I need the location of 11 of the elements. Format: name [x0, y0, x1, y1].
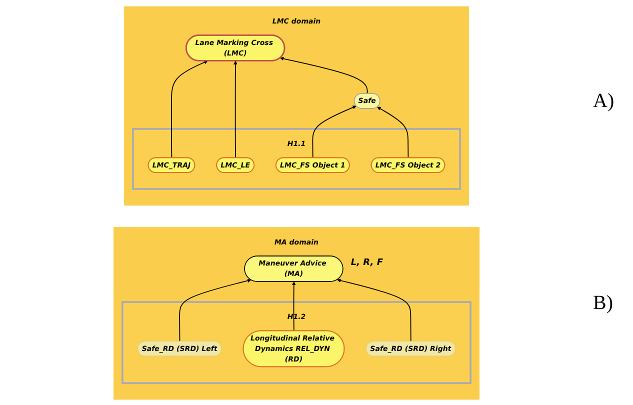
arrow	[336, 278, 412, 342]
arrow	[292, 280, 296, 331]
arrow	[377, 106, 409, 158]
arrow	[179, 278, 252, 342]
arrow	[280, 56, 368, 94]
node-note: L, R, F	[350, 258, 383, 268]
panel-label: B)	[593, 292, 614, 316]
arrow	[312, 105, 356, 158]
arrow	[171, 60, 208, 158]
arrow	[234, 60, 238, 158]
panel-label: A)	[593, 90, 616, 113]
